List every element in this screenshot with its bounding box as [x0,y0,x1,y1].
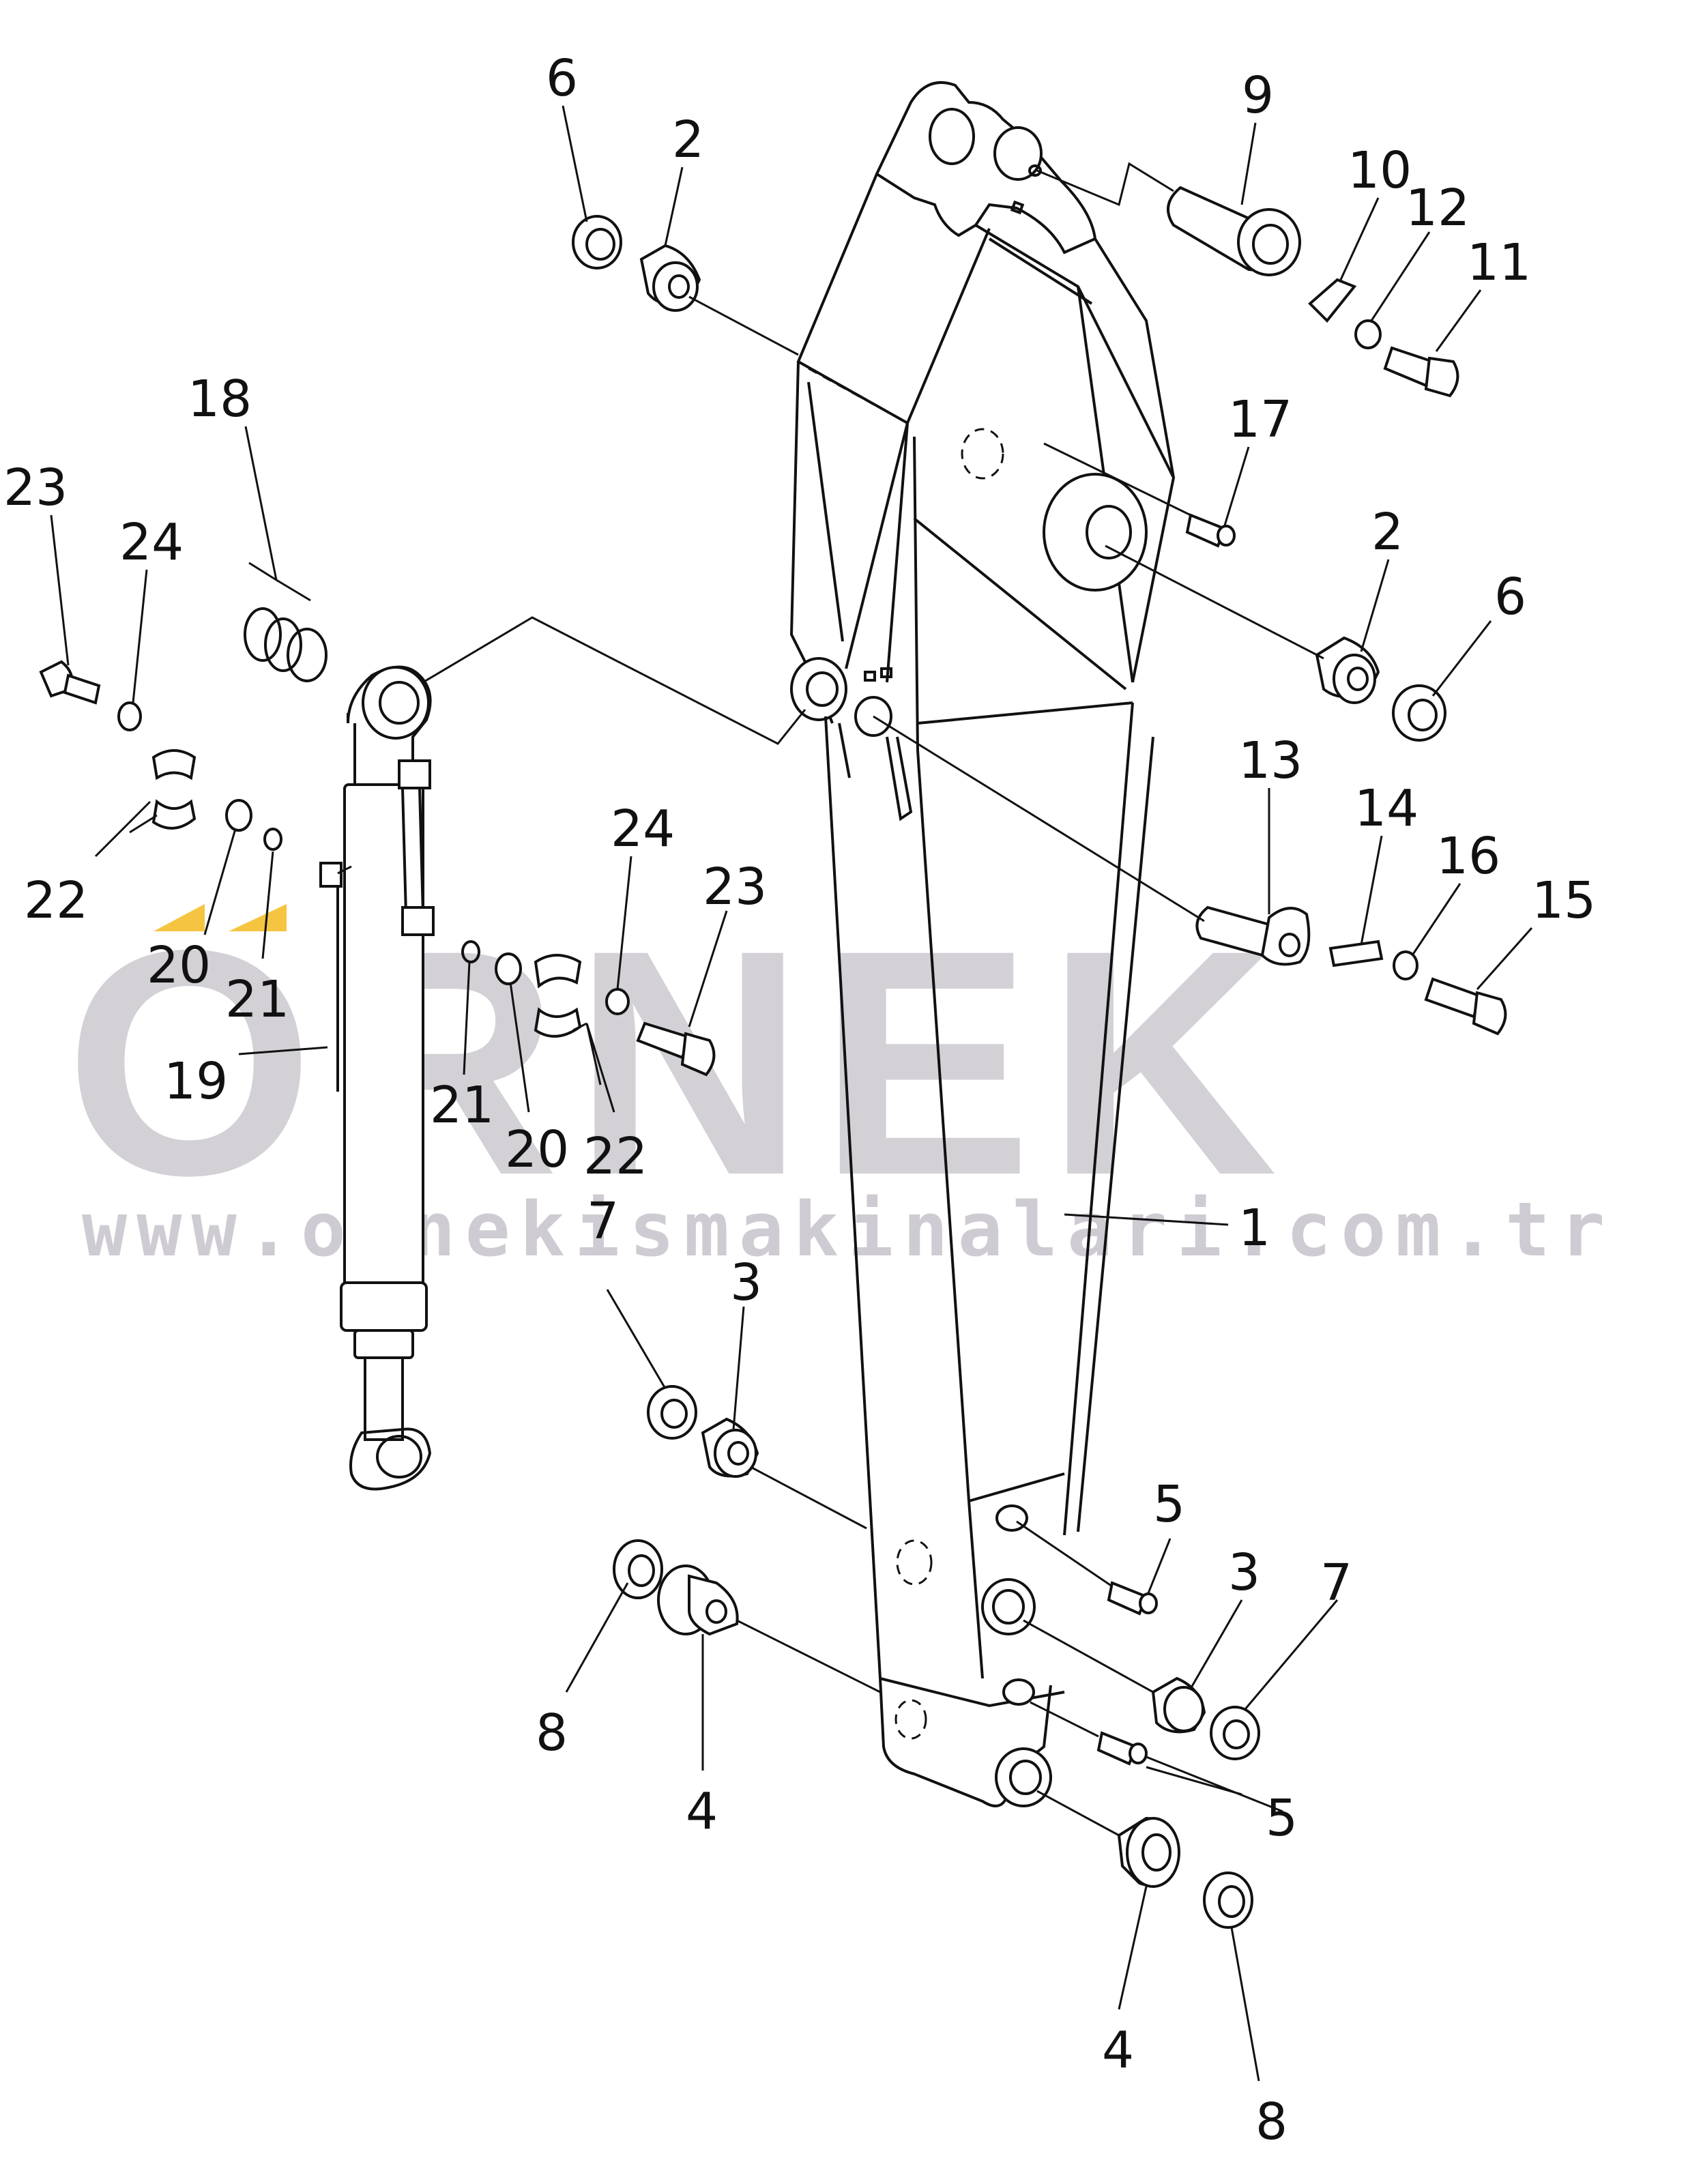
callout-24-left: 24 [119,513,184,572]
callout-17: 17 [1228,390,1292,449]
callout-5-upper: 5 [1153,1475,1185,1534]
callout-20-left: 20 [147,936,211,995]
part-15-bolt [1424,977,1507,1036]
callout-7-right: 7 [1320,1554,1352,1612]
part-17-grease-fitting [1185,513,1236,548]
callout-6-top: 6 [546,49,578,108]
assembly-lines [238,162,1324,1837]
watermark-url: www.ornekismakinalari.com.tr [82,1186,1614,1273]
part-14-plate [1328,940,1384,967]
callout-2-right: 2 [1371,503,1403,562]
callout-1: 1 [1238,1199,1270,1257]
callout-23-right: 23 [703,858,767,916]
callout-3-left: 3 [730,1253,762,1312]
part-2-bushing-right [1315,636,1380,704]
part-13-pin [1195,905,1311,966]
part-6-ring-right [1392,684,1446,742]
callout-19: 19 [164,1052,228,1111]
part-20-plug-right [495,952,522,985]
callout-11: 11 [1467,233,1531,292]
part-11-bolt [1383,346,1459,398]
callout-6-right: 6 [1494,568,1526,626]
callout-9: 9 [1242,66,1274,125]
part-10-plate [1308,278,1357,323]
part-24-washer-right [605,988,630,1015]
part-21-oring-left [263,828,282,851]
callout-18: 18 [188,370,252,428]
part-16-washer [1393,950,1418,980]
callout-20-right: 20 [505,1120,569,1179]
callout-4-right: 4 [1102,2021,1134,2080]
callout-21-left: 21 [225,970,289,1029]
part-21-oring-right [461,940,480,963]
callout-12: 12 [1406,179,1470,237]
callout-5-lower: 5 [1266,1789,1298,1848]
callout-2-top: 2 [672,111,704,169]
part-3-bushing-lower-left [701,1417,759,1478]
leader-lines [50,105,1533,2082]
callout-14: 14 [1354,779,1418,838]
part-23-bolt-left [39,660,101,705]
part-5-fitting-lower [1096,1731,1148,1766]
part-12-washer [1354,319,1382,349]
part-3-bushing-right [1151,1676,1206,1734]
watermark-accent-icon [154,904,287,931]
watermark-brand: ORNEK [65,884,1291,1242]
part-7-ring-lower-right [1210,1706,1260,1760]
callout-labels: 6 2 9 10 12 11 17 2 6 18 23 24 13 14 16 … [3,49,1596,2151]
part-8-ring-right [1203,1872,1253,1929]
watermark: ORNEK www.ornekismakinalari.com.tr [65,884,1614,1273]
part-20-plug-left [225,799,252,832]
part-4-collar-bushing-right [1117,1816,1180,1888]
callout-10: 10 [1348,141,1412,200]
callout-22-left: 22 [24,871,88,930]
part-18-seal-set [244,607,328,682]
callout-21-right: 21 [430,1076,494,1135]
callout-22-right: 22 [583,1127,647,1186]
part-8-ring-left [613,1539,663,1599]
callout-4-left: 4 [686,1782,718,1841]
part-22-clamp-left [151,749,197,830]
callout-8-left: 8 [536,1704,568,1762]
part-4-collar-bushing-left [657,1564,739,1636]
part-5-fitting-upper [1107,1581,1158,1616]
part-7-ring-lower-left [647,1385,697,1440]
callout-24-right: 24 [611,800,675,858]
callout-8-right: 8 [1255,2093,1287,2151]
arm-body-part-1 [789,81,1176,1807]
callout-15: 15 [1532,871,1596,930]
part-9-pin [1167,186,1301,276]
part-6-ring-top [572,215,622,270]
callout-13: 13 [1238,731,1303,790]
callout-23-left: 23 [3,458,68,517]
part-23-bolt-right [636,1021,716,1077]
callout-16: 16 [1436,827,1500,886]
part-24-washer-left [117,701,142,731]
hydraulic-cylinder-part-19 [319,665,435,1491]
part-2-bushing-top [639,244,701,312]
callout-7-left: 7 [587,1192,619,1251]
callout-3-right: 3 [1228,1543,1260,1602]
